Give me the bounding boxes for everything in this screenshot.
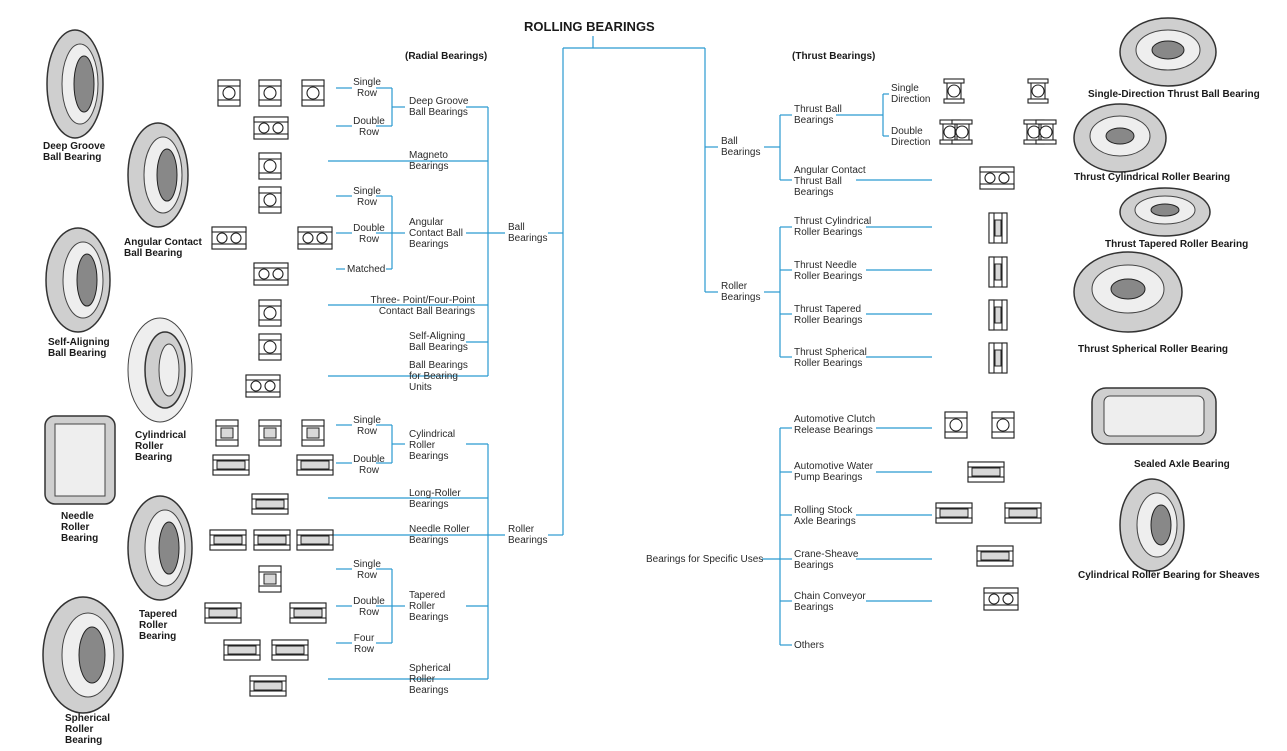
self-aligning-label: Self-Aligning Ball Bearings — [409, 331, 468, 353]
specific-uses-label: Bearings for Specific Uses — [646, 554, 764, 565]
photo-angular-contact-ball — [127, 122, 189, 228]
photo-thrust-tapered — [1119, 187, 1211, 237]
magneto-label: Magneto Bearings — [409, 150, 449, 172]
photo-deep-groove-ball — [46, 29, 104, 139]
photo-caption-cylindrical: Cylindrical Roller Bearing — [135, 430, 187, 463]
photo-cylindrical-roller — [127, 317, 193, 423]
angular-contact-label: Angular Contact Ball Bearings — [409, 217, 463, 250]
cylindrical-label: Cylindrical Roller Bearings — [409, 429, 456, 462]
photo-caption-tapered: Tapered Roller Bearing — [139, 609, 178, 642]
ac-matched: Matched — [347, 264, 386, 275]
radial-header: (Radial Bearings) — [405, 51, 488, 62]
photo-needle-roller — [44, 415, 116, 505]
spherical-roller-label: Spherical Roller Bearings — [409, 663, 451, 696]
thrust-header: (Thrust Bearings) — [792, 51, 876, 62]
radial-roller-lines — [328, 424, 505, 680]
diagram-title: ROLLING BEARINGS — [524, 19, 655, 34]
radial-ball-lines — [328, 87, 505, 377]
dg-double-row: Double Row — [353, 116, 385, 138]
photo-caption-sheave: Cylindrical Roller Bearing for Sheaves — [1078, 570, 1260, 581]
dg-single-row: Single Row — [353, 77, 381, 99]
photo-caption-angular: Angular Contact Ball Bearing — [124, 237, 202, 259]
bearing-units-label: Ball Bearings for Bearing Units — [409, 360, 468, 393]
tp-four-row: Four Row — [353, 633, 375, 655]
thrust-roller-group: Roller Bearings — [721, 281, 761, 303]
specific-use-lines — [762, 427, 932, 646]
photo-self-aligning-ball — [45, 227, 111, 333]
angular-thrust-label: Angular Contact Thrust Ball Bearings — [794, 165, 866, 198]
thrust-needle-label: Thrust Needle Roller Bearings — [794, 260, 863, 282]
radial-ball-label: Ball Bearings — [508, 222, 548, 244]
photo-caption-thrust-sph: Thrust Spherical Roller Bearing — [1078, 344, 1229, 355]
photo-spherical-roller — [42, 596, 124, 714]
cy-double-row: Double Row — [353, 454, 385, 476]
deep-groove-label: Deep Groove Ball Bearings — [409, 96, 469, 118]
photo-thrust-ball — [1119, 17, 1217, 87]
thrust-ball-group: Ball Bearings — [721, 136, 761, 158]
photo-thrust-spherical — [1073, 251, 1183, 333]
others-label: Others — [794, 640, 825, 651]
photo-tapered-roller — [127, 495, 193, 601]
thrust-ball-lines — [764, 93, 932, 181]
photo-thrust-cylindrical — [1073, 103, 1167, 173]
cy-single-row: Single Row — [353, 415, 381, 437]
tp-single-row: Single Row — [353, 559, 381, 581]
thrust-tapered-label: Thrust Tapered Roller Bearings — [794, 304, 863, 326]
thrust-ball-label: Thrust Ball Bearings — [794, 104, 842, 126]
photo-caption-sealed-axle: Sealed Axle Bearing — [1134, 459, 1230, 470]
clutch-release-label: Automotive Clutch Release Bearings — [794, 414, 876, 436]
needle-roller-label: Needle Roller Bearings — [409, 524, 470, 546]
photo-sealed-axle — [1091, 387, 1217, 445]
tp-double-row: Double Row — [353, 596, 385, 618]
rolling-stock-label: Rolling Stock Axle Bearings — [794, 505, 856, 527]
photo-caption-thrust-ball: Single-Direction Thrust Ball Bearing — [1088, 89, 1260, 100]
thrust-spherical-label: Thrust Spherical Roller Bearings — [794, 347, 867, 369]
thrust-cylindrical-label: Thrust Cylindrical Roller Bearings — [794, 216, 872, 238]
photo-caption-thrust-cyl: Thrust Cylindrical Roller Bearing — [1074, 172, 1231, 183]
ac-double-row: Double Row — [353, 223, 385, 245]
chain-conveyor-label: Chain Conveyor Bearings — [794, 591, 866, 613]
photo-caption-thrust-tap: Thrust Tapered Roller Bearing — [1105, 239, 1249, 250]
tapered-roller-label: Tapered Roller Bearings — [409, 590, 449, 623]
tb-double-direction: Double Direction — [891, 126, 931, 148]
long-roller-label: Long-Roller Bearings — [409, 488, 461, 510]
photo-caption-needle: Needle Roller Bearing — [61, 511, 99, 544]
photo-caption-deep-groove: Deep Groove Ball Bearing — [43, 141, 106, 163]
crane-sheave-label: Crane-Sheave Bearings — [794, 549, 859, 571]
photo-caption-self-aligning: Self-Aligning Ball Bearing — [48, 337, 110, 359]
photo-caption-spherical: Spherical Roller Bearing — [65, 713, 111, 746]
radial-roller-label: Roller Bearings — [508, 524, 548, 546]
three-point-label: Three- Point/Four-Point Contact Ball Bea… — [370, 295, 476, 317]
thrust-roller-lines — [764, 226, 932, 358]
trunk-lines — [548, 36, 718, 536]
photo-sheave-roller — [1119, 478, 1185, 572]
tb-single-direction: Single Direction — [891, 83, 931, 105]
water-pump-label: Automotive Water Pump Bearings — [794, 461, 874, 483]
ac-single-row: Single Row — [353, 186, 381, 208]
